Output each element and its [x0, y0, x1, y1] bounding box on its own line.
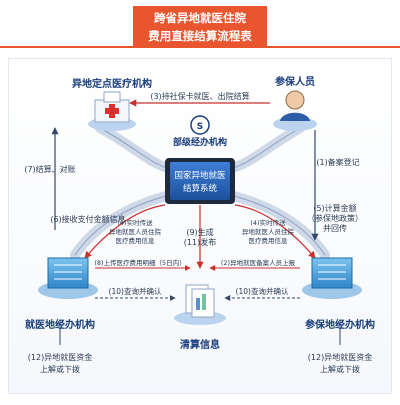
clearing-node: 清算信息: [174, 284, 226, 351]
step-4-right-line1: (4)实时传送: [250, 218, 286, 227]
system-label-line1: 国家异地就医: [174, 170, 226, 181]
person-avatar-icon: [285, 90, 305, 110]
step-12-right-line1: (12)异地就医资金: [308, 352, 372, 362]
step-8-label: (8)上传医疗费用明细（5日内）: [94, 258, 185, 267]
step-11-label: (11)发布: [184, 237, 216, 247]
flow-arrows: [51, 99, 341, 345]
settlement-system-node: 国家异地就医 结算系统: [165, 158, 235, 204]
step-5-line3: 并回传: [323, 223, 347, 233]
insured-label: 参保人员: [275, 75, 315, 88]
step-2-label: (2)异地就医备案人员上报: [221, 258, 296, 267]
step-5-line1: (5)计算金额: [313, 203, 356, 213]
title-banner: 跨省异地就医住院 费用直接结算流程表: [133, 6, 267, 48]
step-10-left-label: (10)查询并确认: [109, 286, 162, 296]
step-labels: (3)持社保卡就医、出院结算 (1)备案登记 (7)结算、对账 (6)接收支付金…: [24, 91, 372, 374]
title-rule-left: [0, 46, 133, 48]
step-1-label: (1)备案登记: [316, 157, 359, 167]
hospital-label: 异地定点医疗机构: [72, 77, 152, 90]
office-building-icon: [47, 257, 89, 289]
ministry-node: S 部级经办机构: [173, 115, 227, 148]
step-3-label: (3)持社保卡就医、出院结算: [150, 91, 249, 101]
agency-right-label: 参保地经办机构: [305, 318, 375, 331]
agency-right-node: 参保地经办机构: [302, 257, 375, 331]
step-12-right-line2: 上解或下拨: [320, 364, 360, 374]
social-security-logo-icon: [190, 115, 210, 135]
office-building-icon: [311, 257, 353, 289]
step-12-left-line2: 上解或下拨: [40, 364, 80, 374]
system-label-line2: 结算系统: [183, 183, 218, 194]
agency-left-node: 就医地经办机构: [25, 257, 98, 331]
arrow-step-4-left: [84, 204, 166, 259]
title-line-2: 费用直接结算流程表: [148, 29, 252, 43]
step-4-right-line3: 医疗费用信息: [249, 236, 289, 245]
step-5-line2: （参保地政策）: [307, 213, 363, 223]
ministry-label: 部级经办机构: [173, 136, 227, 148]
insured-node: 参保人员: [273, 75, 317, 131]
title-rule-right: [267, 46, 400, 48]
step-4-left-line1: (4)实时传送: [117, 218, 153, 227]
step-6-label: (6)接收支付金额信息: [50, 214, 125, 224]
step-7-label: (7)结算、对账: [24, 164, 75, 174]
step-4-left-line3: 医疗费用信息: [116, 236, 156, 245]
hospital-node: 异地定点医疗机构: [72, 77, 152, 131]
clearing-label: 清算信息: [180, 338, 220, 351]
agency-left-label: 就医地经办机构: [25, 318, 95, 331]
step-4-right-line2: 异地就医人员住院: [242, 227, 295, 236]
step-9-label: (9)生成: [186, 227, 213, 237]
svg-text:S: S: [197, 122, 203, 132]
step-4-left-line2: 异地就医人员住院: [109, 227, 162, 236]
title-line-1: 跨省异地就医住院: [154, 11, 246, 25]
step-10-right-label: (10)查询并确认: [236, 286, 289, 296]
arrow-step-4-right: [234, 204, 316, 259]
step-12-left-line1: (12)异地就医资金: [28, 352, 92, 362]
